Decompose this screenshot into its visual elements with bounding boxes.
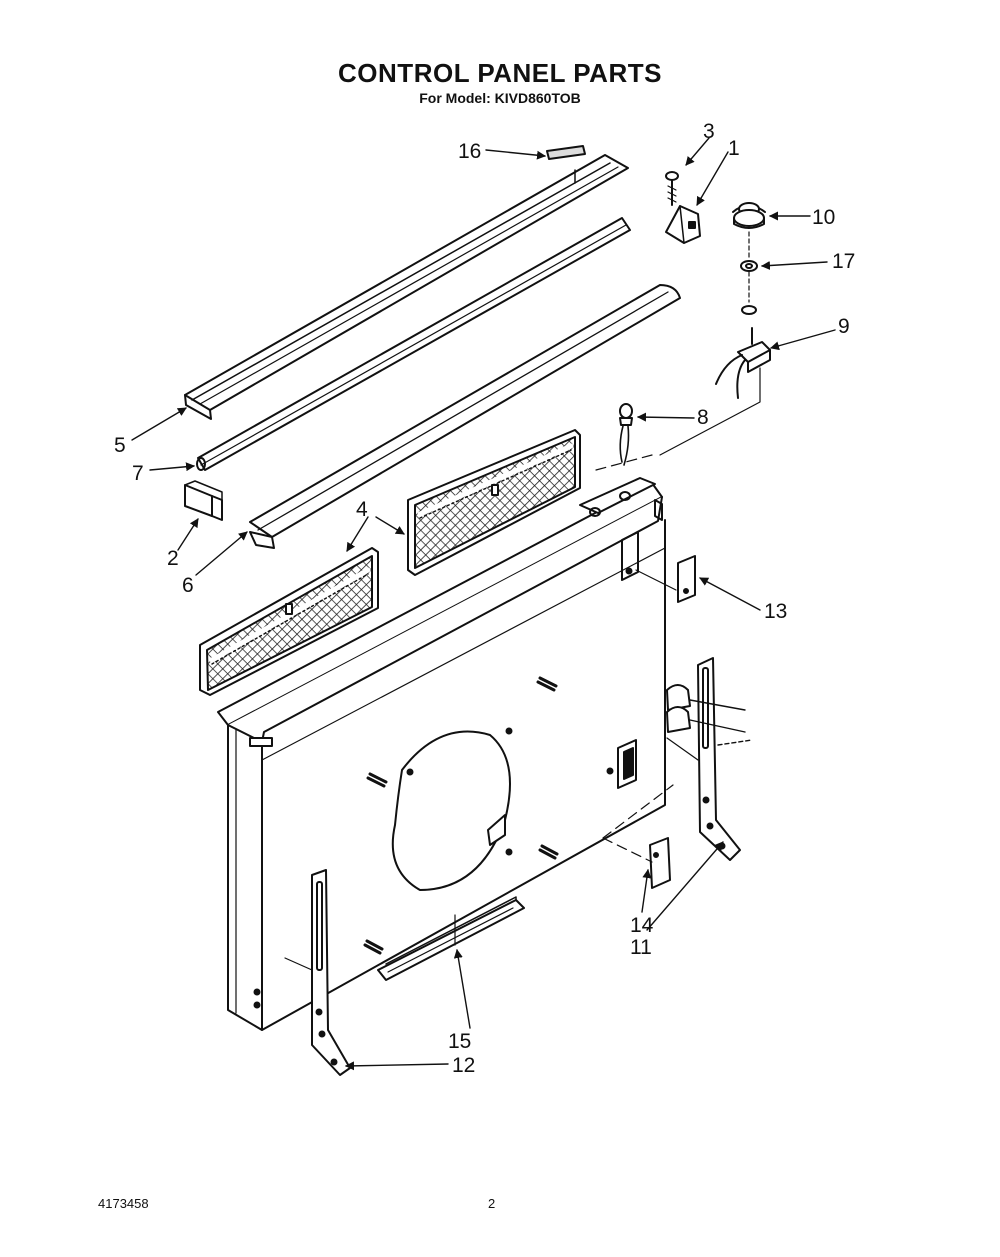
nameplate-part bbox=[546, 145, 586, 160]
callout-leaders bbox=[131, 137, 836, 1071]
callout-9: 9 bbox=[838, 315, 850, 338]
callout-11: 11 bbox=[630, 936, 652, 959]
nut-part bbox=[740, 260, 758, 272]
wiring-connectors-part bbox=[666, 684, 753, 746]
callout-14: 14 bbox=[630, 914, 654, 937]
bottom-strip-part bbox=[377, 896, 525, 981]
callout-6: 6 bbox=[182, 574, 194, 597]
callout-labels: 16 3 1 10 17 9 8 5 7 2 6 4 13 14 11 15 1… bbox=[114, 120, 855, 1077]
main-panel-part bbox=[217, 477, 666, 1031]
callout-15: 15 bbox=[448, 1030, 471, 1053]
access-cover-part bbox=[649, 837, 671, 889]
washer-part bbox=[741, 305, 757, 315]
grille-left-part bbox=[199, 547, 379, 696]
page-number: 2 bbox=[488, 1196, 496, 1211]
callout-13: 13 bbox=[764, 600, 787, 623]
top-trim-strip-part bbox=[184, 154, 629, 420]
screw-part bbox=[665, 171, 679, 206]
cover-plate-part bbox=[677, 555, 696, 603]
callout-8: 8 bbox=[697, 406, 709, 429]
knob-part bbox=[732, 202, 766, 229]
grille-right-part bbox=[407, 429, 581, 576]
callout-1: 1 bbox=[728, 137, 740, 160]
callout-17: 17 bbox=[832, 250, 855, 273]
callout-2: 2 bbox=[167, 547, 179, 570]
trim-rod-part bbox=[196, 217, 631, 471]
left-mounting-bracket-part bbox=[311, 869, 351, 1076]
callout-5: 5 bbox=[114, 434, 126, 457]
callout-3: 3 bbox=[703, 120, 715, 143]
right-mounting-bracket-part bbox=[697, 657, 741, 861]
lower-trim-strip-part bbox=[249, 284, 681, 549]
indicator-light-part bbox=[619, 403, 633, 466]
callout-10: 10 bbox=[812, 206, 835, 229]
switch-part bbox=[715, 327, 771, 399]
callout-12: 12 bbox=[452, 1054, 475, 1077]
callout-7: 7 bbox=[132, 462, 144, 485]
callout-4: 4 bbox=[356, 498, 368, 521]
model-subtitle: For Model: KIVD860TOB bbox=[419, 90, 581, 106]
document-number: 4173458 bbox=[98, 1196, 149, 1211]
end-cap-part bbox=[184, 480, 223, 521]
bracket-part bbox=[665, 205, 701, 244]
page-title: CONTROL PANEL PARTS bbox=[338, 58, 662, 88]
callout-16: 16 bbox=[458, 140, 481, 163]
